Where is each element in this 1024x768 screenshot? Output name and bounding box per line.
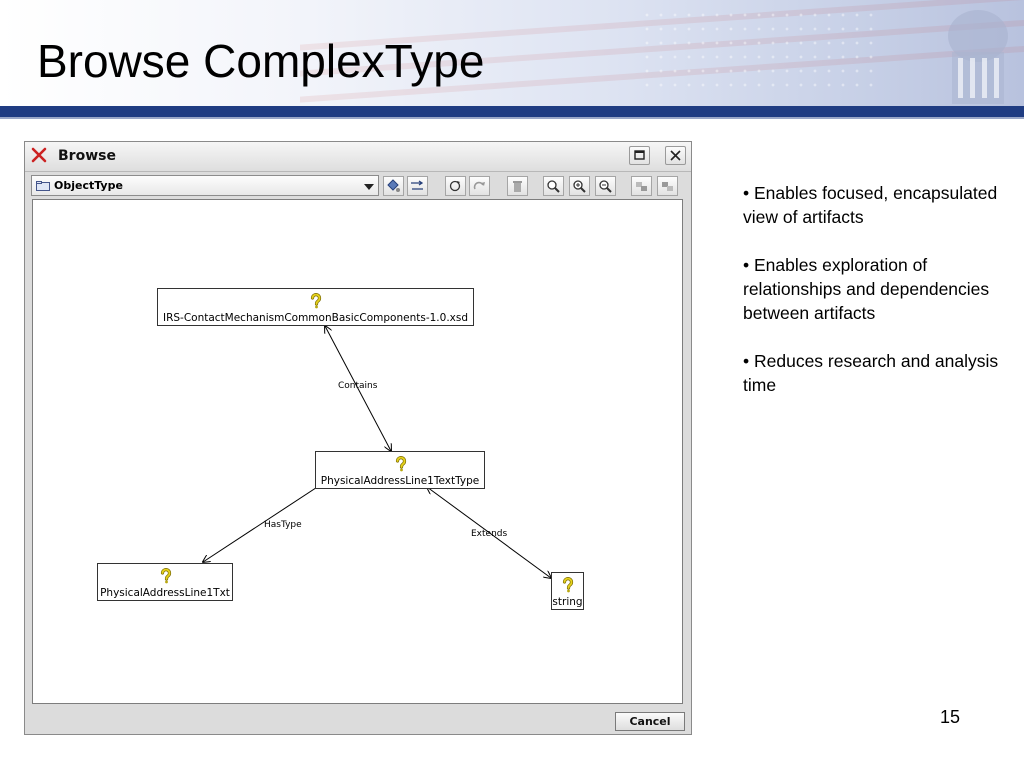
close-button[interactable] xyxy=(665,146,686,165)
maximize-icon xyxy=(634,150,645,160)
graph-canvas[interactable]: Contains HasType Extends IRS-ContactMech… xyxy=(32,199,683,704)
node-label: PhysicalAddressLine1Txt xyxy=(100,587,230,599)
zoom-out-icon xyxy=(599,180,612,193)
zoom-in-icon xyxy=(573,180,586,193)
zoom-fit-button[interactable] xyxy=(543,176,564,196)
graph-node[interactable]: IRS-ContactMechanismCommonBasicComponent… xyxy=(157,288,474,326)
redo-icon xyxy=(473,181,485,190)
node-label: PhysicalAddressLine1TextType xyxy=(320,475,480,487)
collapse-icon xyxy=(662,182,673,191)
window-title: Browse xyxy=(58,148,116,164)
title-divider-bar xyxy=(0,106,1024,117)
chevron-down-icon xyxy=(364,184,374,190)
graph-node[interactable]: PhysicalAddressLine1TextType xyxy=(315,451,485,489)
browse-toolbar: ObjectType xyxy=(29,174,687,198)
question-icon xyxy=(160,568,172,584)
refresh-icon xyxy=(449,180,461,192)
relation-button[interactable] xyxy=(407,176,428,196)
flag-stars-decoration xyxy=(640,8,880,88)
edge-contains xyxy=(325,326,391,451)
question-icon xyxy=(310,293,322,309)
edge-label: Extends xyxy=(471,529,508,539)
pin-button[interactable] xyxy=(383,176,404,196)
bullet-list: • Enables focused, encapsulated view of … xyxy=(743,181,1013,421)
collapse-button[interactable] xyxy=(657,176,678,196)
edge-label: Contains xyxy=(338,381,378,391)
bullet-item: • Enables focused, encapsulated view of … xyxy=(743,183,998,227)
x-icon xyxy=(31,147,47,163)
refresh-button[interactable] xyxy=(445,176,466,196)
pin-icon xyxy=(387,179,400,192)
browse-window: Browse ObjectType xyxy=(24,141,692,735)
window-titlebar[interactable]: Browse xyxy=(25,142,691,172)
bullet-item: • Reduces research and analysis time xyxy=(743,351,999,395)
trash-icon xyxy=(513,181,522,192)
delete-button[interactable] xyxy=(507,176,528,196)
folder-icon xyxy=(36,181,50,191)
node-label: IRS-ContactMechanismCommonBasicComponent… xyxy=(162,312,469,324)
expand-button[interactable] xyxy=(631,176,652,196)
title-divider-line xyxy=(0,117,1024,119)
slide-title: Browse ComplexType xyxy=(37,35,485,87)
slide-banner: Browse ComplexType xyxy=(0,0,1024,108)
graph-node[interactable]: PhysicalAddressLine1Txt xyxy=(97,563,233,601)
object-type-select[interactable]: ObjectType xyxy=(31,175,379,196)
redo-button[interactable] xyxy=(469,176,490,196)
capitol-dome-icon xyxy=(948,10,1008,104)
bullet-item: • Enables exploration of relationships a… xyxy=(743,255,990,323)
zoom-out-button[interactable] xyxy=(595,176,616,196)
page-number: 15 xyxy=(940,707,961,727)
question-icon xyxy=(562,577,574,593)
close-icon xyxy=(670,150,681,161)
node-label: string xyxy=(552,596,583,608)
expand-icon xyxy=(636,182,647,191)
cancel-button[interactable]: Cancel xyxy=(615,712,685,731)
edge-extends xyxy=(427,487,551,578)
zoom-in-button[interactable] xyxy=(569,176,590,196)
maximize-button[interactable] xyxy=(629,146,650,165)
question-icon xyxy=(395,456,407,472)
graph-node[interactable]: string xyxy=(551,572,584,610)
zoom-fit-icon xyxy=(547,180,560,193)
relation-arrow-icon xyxy=(411,180,424,190)
object-type-value: ObjectType xyxy=(54,179,123,192)
edge-label: HasType xyxy=(264,520,302,530)
